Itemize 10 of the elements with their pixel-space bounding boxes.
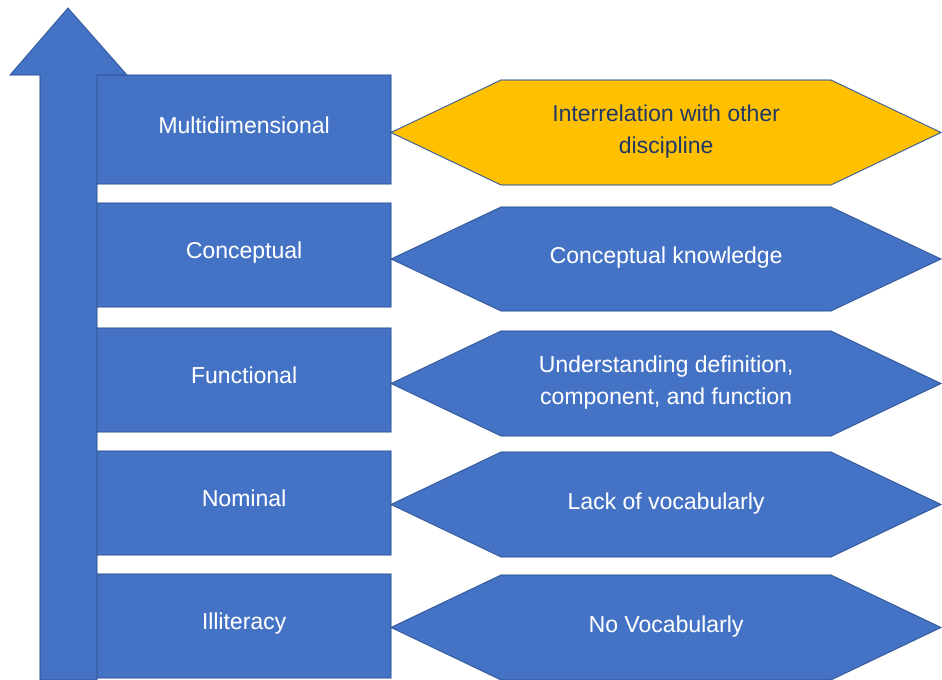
level-label: Functional xyxy=(190,361,298,390)
description-text: No Vocabularly xyxy=(588,610,744,639)
description-text: Understanding definition, component, and function xyxy=(538,350,794,411)
description-text: Lack of vocabularly xyxy=(568,486,764,516)
level-label: Nominal xyxy=(202,484,286,514)
description-text: Interrelation with other discipline xyxy=(551,99,781,160)
level-label: Multidimensional xyxy=(158,110,330,140)
level-label: Illiteracy xyxy=(202,607,286,636)
description-text: Conceptual knowledge xyxy=(550,241,782,270)
level-label: Conceptual xyxy=(186,236,302,266)
